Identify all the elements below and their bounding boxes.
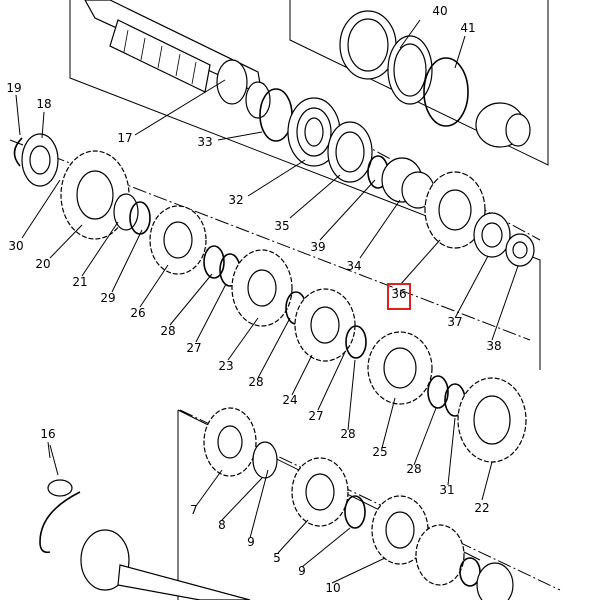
- gear-7: [203, 407, 257, 477]
- callout-16: 16: [40, 427, 55, 441]
- washer-28c: [345, 325, 367, 359]
- gear-10: [371, 495, 429, 565]
- bearing-32: [287, 97, 341, 167]
- callout-36: 36: [391, 287, 406, 301]
- sprocket-36: [424, 171, 486, 249]
- callout-38: 38: [486, 339, 501, 353]
- circlip-41: [423, 57, 531, 148]
- callout-labels: 40 41 19 18 17 33 32 35 39 34 36 30 20 2…: [6, 4, 501, 595]
- callout-41: 41: [460, 21, 475, 35]
- callout-27-a: 27: [186, 341, 201, 355]
- callout-10: 10: [325, 581, 340, 595]
- gear-25: [367, 331, 433, 405]
- callout-30: 30: [8, 239, 23, 253]
- callout-25: 25: [372, 445, 387, 459]
- callout-27-b: 27: [308, 409, 323, 423]
- nut-38: [505, 233, 535, 267]
- gear-24: [294, 288, 356, 362]
- callout-34: 34: [346, 259, 361, 273]
- lock-washer-37: [473, 212, 511, 258]
- washer-21: [113, 193, 151, 235]
- highlight-box: [387, 283, 411, 310]
- callout-31: 31: [439, 483, 454, 497]
- bearing-40: [339, 10, 433, 105]
- callout-28-c: 28: [340, 427, 355, 441]
- clip-19: [13, 137, 23, 167]
- collar-34: [381, 157, 435, 209]
- callout-5: 5: [273, 551, 281, 565]
- callout-8: 8: [218, 518, 226, 532]
- callout-26: 26: [130, 306, 145, 320]
- bearing-18: [21, 133, 59, 187]
- callout-28-a: 28: [160, 324, 175, 338]
- leader-lines: [15, 19, 519, 584]
- callout-20: 20: [35, 257, 50, 271]
- washer-9: [344, 495, 366, 529]
- callout-29: 29: [100, 291, 115, 305]
- callout-18: 18: [36, 97, 51, 111]
- callout-40: 40: [432, 4, 447, 18]
- pin-16: [39, 444, 81, 554]
- main-shaft: [84, 0, 271, 119]
- callout-24: 24: [282, 393, 297, 407]
- callout-37: 37: [447, 315, 462, 329]
- gear-5: [291, 457, 349, 527]
- gear-22: [457, 377, 527, 463]
- callout-9-a: 9: [247, 535, 255, 549]
- callout-23: 23: [218, 359, 233, 373]
- gear-20: [60, 150, 130, 240]
- lower-shaft: [80, 524, 514, 600]
- callout-21: 21: [72, 275, 87, 289]
- callout-32: 32: [228, 193, 243, 207]
- callout-17: 17: [117, 131, 132, 145]
- seal-35: [327, 121, 373, 183]
- gear-26: [149, 205, 207, 275]
- callout-9-b: 9: [298, 564, 306, 578]
- callout-39: 39: [310, 240, 325, 254]
- callout-19: 19: [6, 81, 21, 95]
- callout-7: 7: [190, 503, 198, 517]
- washer-8: [252, 441, 278, 479]
- callout-28-b: 28: [248, 375, 263, 389]
- gear-23: [231, 249, 293, 327]
- callout-35: 35: [274, 219, 289, 233]
- callout-33: 33: [197, 135, 212, 149]
- callout-28-d: 28: [406, 462, 421, 476]
- callout-22: 22: [474, 501, 489, 515]
